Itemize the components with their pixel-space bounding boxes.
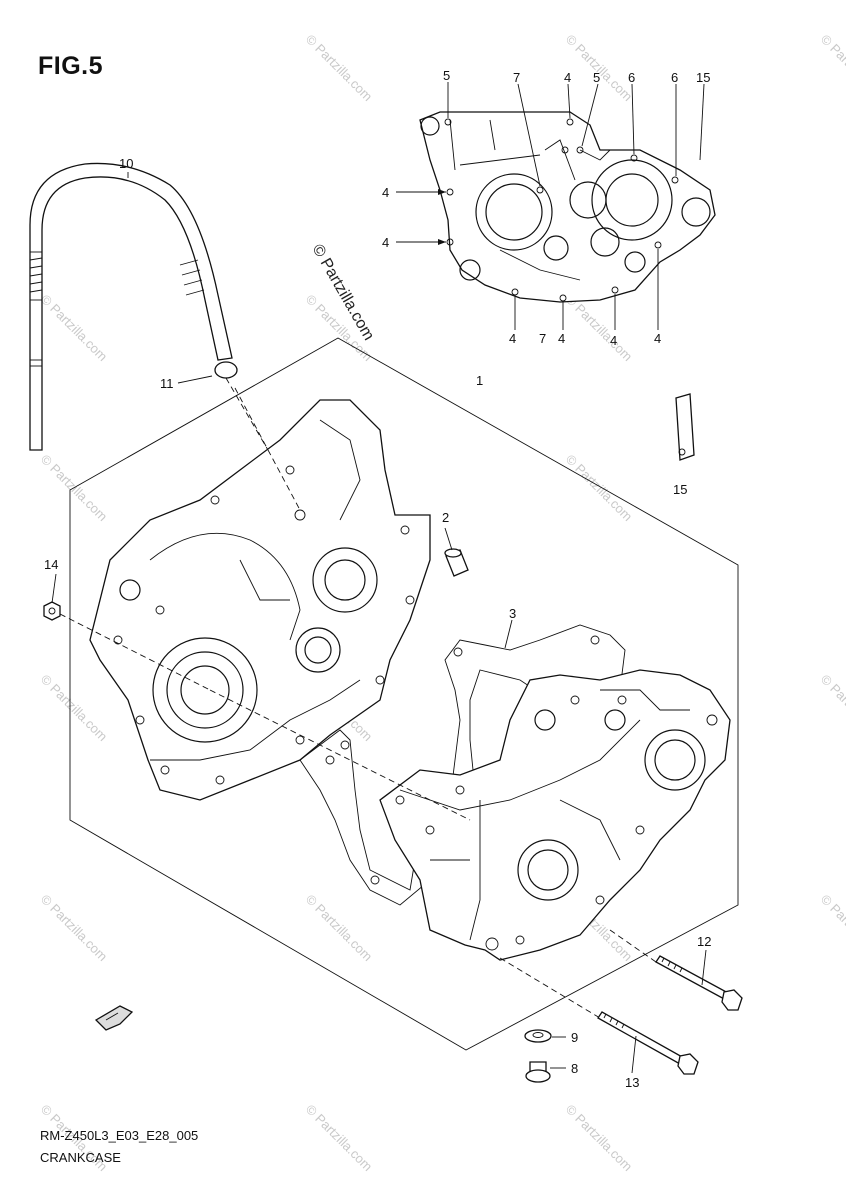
callout-4: 4 xyxy=(382,235,389,250)
watermark: © Partzilla.com xyxy=(38,292,111,365)
callout-4: 4 xyxy=(564,70,571,85)
bolt-pattern-inset xyxy=(396,82,716,330)
watermark: © Partzilla.com xyxy=(563,1102,636,1175)
callout-4: 4 xyxy=(382,185,389,200)
part-15-strip xyxy=(675,393,695,461)
watermark: © Partzilla.com xyxy=(38,892,111,965)
watermark: © Partzilla.com xyxy=(303,1102,376,1175)
watermark: © Partzilla.com xyxy=(303,32,376,105)
washer-9 xyxy=(524,1029,552,1043)
callout-4: 4 xyxy=(509,331,516,346)
crankcase-right-half xyxy=(379,669,731,961)
callout-6: 6 xyxy=(671,70,678,85)
callout-3: 3 xyxy=(509,606,516,621)
callout-11: 11 xyxy=(160,376,174,391)
watermark: © Partzilla.com xyxy=(818,672,846,745)
callout-8: 8 xyxy=(571,1061,578,1076)
callout-1: 1 xyxy=(476,373,483,388)
crankcase-assembly-frame xyxy=(69,337,739,1051)
leader-lines xyxy=(51,172,707,1074)
watermark: © Partzilla.com xyxy=(38,672,111,745)
callout-7: 7 xyxy=(539,331,546,346)
watermark: © Partzilla.com xyxy=(818,892,846,965)
callout-7: 7 xyxy=(513,70,520,85)
inset-bolt-holes xyxy=(444,118,679,302)
callout-4: 4 xyxy=(610,333,617,348)
callout-9: 9 xyxy=(571,1030,578,1045)
dowel-pin xyxy=(444,548,469,577)
callout-15: 15 xyxy=(696,70,710,85)
right-half-bolt-holes xyxy=(395,695,718,951)
watermark: © Partzilla.com xyxy=(563,452,636,525)
watermark: © Partzilla.com xyxy=(563,32,636,105)
callout-4: 4 xyxy=(558,331,565,346)
watermark: © Partzilla.com xyxy=(563,292,636,365)
crankcase-left-half xyxy=(89,399,431,801)
callout-5: 5 xyxy=(443,68,450,83)
figure-name: CRANKCASE xyxy=(40,1150,121,1165)
left-half-bolt-holes xyxy=(113,465,415,785)
callout-12: 12 xyxy=(697,934,711,949)
breather-hose xyxy=(29,162,233,451)
callout-4: 4 xyxy=(654,331,661,346)
alignment-line xyxy=(209,689,471,821)
callout-10: 10 xyxy=(119,156,133,171)
callout-6: 6 xyxy=(628,70,635,85)
figure-code: RM-Z450L3_E03_E28_005 xyxy=(40,1128,199,1143)
bolt-8 xyxy=(525,1061,551,1083)
callout-5: 5 xyxy=(593,70,600,85)
bolt-12 xyxy=(655,955,743,1011)
front-arrow-icon xyxy=(94,1005,134,1031)
callout-2: 2 xyxy=(442,510,449,525)
figure-title: FIG.5 xyxy=(38,52,104,80)
callout-14: 14 xyxy=(44,557,58,572)
alignment-line xyxy=(234,387,301,511)
watermark: © Partzilla.com xyxy=(818,32,846,105)
watermark: © Partzilla.com xyxy=(303,892,376,965)
bolt-13 xyxy=(597,1011,699,1075)
callout-13: 13 xyxy=(625,1075,639,1090)
callout-labels: 5 7 4 5 6 6 15 4 4 4 7 4 4 4 10 11 1 15 … xyxy=(44,68,711,1090)
alignment-line xyxy=(499,957,601,1019)
callout-15: 15 xyxy=(673,482,687,497)
